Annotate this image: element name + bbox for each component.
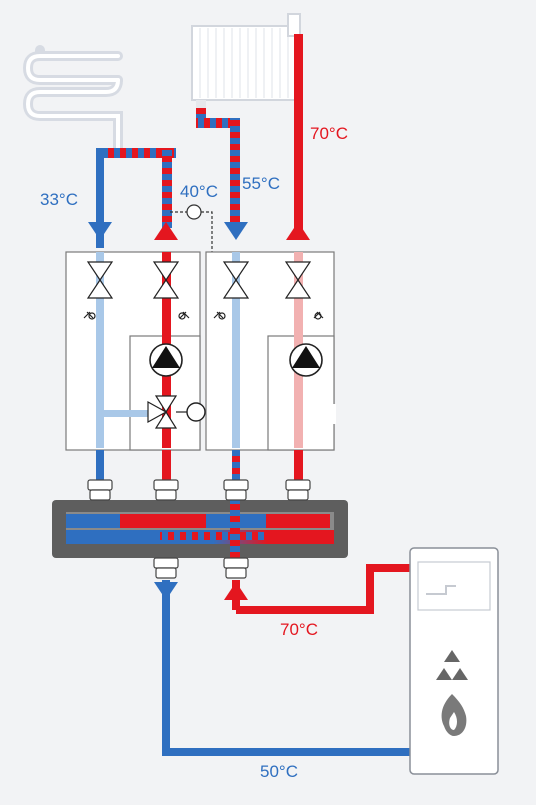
hydraulic-header xyxy=(52,500,348,558)
check-valve-icon xyxy=(83,311,324,320)
flame-icon xyxy=(441,694,467,736)
floor-supply-pipe xyxy=(162,148,172,228)
radiator-supply-pipe xyxy=(294,34,303,234)
radiator-return-temperature: 55°C xyxy=(242,174,280,193)
radiator-return-pipe xyxy=(230,118,240,228)
boiler-return-temperature: 50°C xyxy=(260,762,298,781)
pipe-union xyxy=(87,479,311,579)
floor-supply-temperature: 40°C xyxy=(180,182,218,201)
circulation-pump-icon xyxy=(149,343,323,377)
floor-return-pipe xyxy=(96,148,104,248)
boiler-icon xyxy=(409,547,499,775)
underfloor-heating-icon xyxy=(22,45,123,155)
shutoff-valve-icon xyxy=(86,261,312,299)
mixing-valve-icon xyxy=(147,395,178,429)
mixing-pipe xyxy=(96,148,176,158)
radiator-icon xyxy=(191,13,301,108)
recycle-icon xyxy=(436,650,468,680)
boiler-circuit xyxy=(162,564,412,756)
actuator-icon xyxy=(176,402,206,422)
floor-return-temperature: 33°C xyxy=(40,190,78,209)
radiator-supply-temperature: 70°C xyxy=(310,124,348,143)
boiler-supply-temperature: 70°C xyxy=(280,620,318,639)
